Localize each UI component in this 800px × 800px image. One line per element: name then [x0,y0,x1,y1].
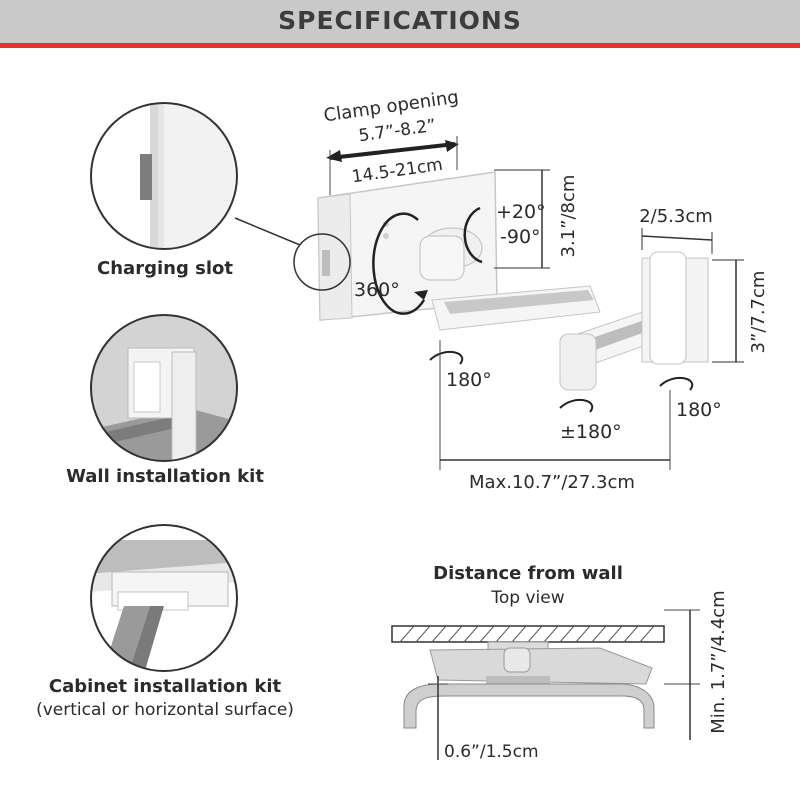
plate-height-label: 3”/7.7cm [748,271,769,354]
cabinet-kit-note: (vertical or horizontal surface) [36,700,294,720]
tilt-up-label: +20° [496,201,546,223]
max-length-dimension [439,340,671,470]
charging-slot-leader [234,217,301,246]
top-view-title: Distance from wall [433,563,623,584]
clearance-dimension [428,676,448,760]
wall-plate [641,251,709,365]
min-distance-dimension [664,609,700,740]
swivel-middle-label: ±180° [560,421,622,443]
clearance-label: 0.6”/1.5cm [444,742,539,762]
swivel-right-arrow [659,376,694,391]
rotation-360-label: 360° [354,279,400,301]
plate-width-label: 2/5.3cm [639,206,713,227]
height-label: 3.1”/8cm [558,175,579,258]
header-accent-bar [0,43,800,48]
height-dimension [494,169,550,269]
min-distance-label: Min. 1.7”/4.4cm [708,590,729,733]
page-title: SPECIFICATIONS [278,6,522,35]
swivel-left-label: 180° [446,369,492,391]
rotation-360-arrow [372,212,426,315]
top-view-mount [403,641,655,729]
charging-slot-marker [293,233,351,291]
cabinet-kit-caption: Cabinet installation kit [48,676,282,697]
wall-kit-caption: Wall installation kit [66,466,264,487]
rotation-360-arrowhead [414,290,428,300]
plate-width-dimension [641,228,713,254]
swivel-left-arrow [429,350,464,365]
charging-slot-illustration [90,102,238,250]
top-view-subtitle: Top view [490,588,564,608]
clamp-opening-label: Clamp opening [322,87,460,127]
tilt-arrow [463,206,483,264]
swivel-middle-arrow [559,398,594,413]
charging-slot-caption: Charging slot [97,258,233,279]
cabinet-kit-illustration [90,524,238,672]
plate-height-dimension [712,259,744,363]
clamp-dimension-arrow [326,136,459,195]
swivel-right-label: 180° [676,399,722,421]
clamp-opening-inches: 5.7”-8.2” [357,116,437,147]
tilt-joint [419,227,483,281]
top-view-wall [391,625,665,643]
wall-kit-illustration [90,314,238,462]
header-band [0,0,800,48]
max-length-label: Max.10.7”/27.3cm [469,472,635,493]
tilt-down-label: -90° [500,226,541,248]
